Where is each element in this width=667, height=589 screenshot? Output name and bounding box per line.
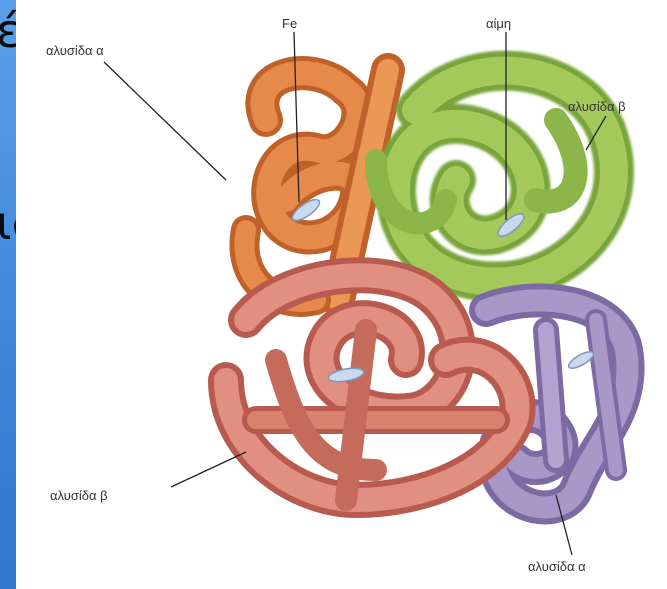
- hemoglobin-diagram: αλυσίδα α Fe αίμη αλυσίδα β αλυσίδα β αλ…: [16, 0, 667, 589]
- label-fe: Fe: [282, 16, 297, 31]
- label-beta-chain-top: αλυσίδα β: [568, 99, 626, 114]
- label-alpha-chain-bottom: αλυσίδα α: [528, 559, 586, 574]
- hemoglobin-figure: αλυσίδα α Fe αίμη αλυσίδα β αλυσίδα β αλ…: [16, 0, 667, 589]
- label-heme: αίμη: [486, 16, 511, 31]
- label-alpha-chain-top: αλυσίδα α: [46, 43, 104, 58]
- label-beta-chain-bottom: αλυσίδα β: [50, 488, 108, 503]
